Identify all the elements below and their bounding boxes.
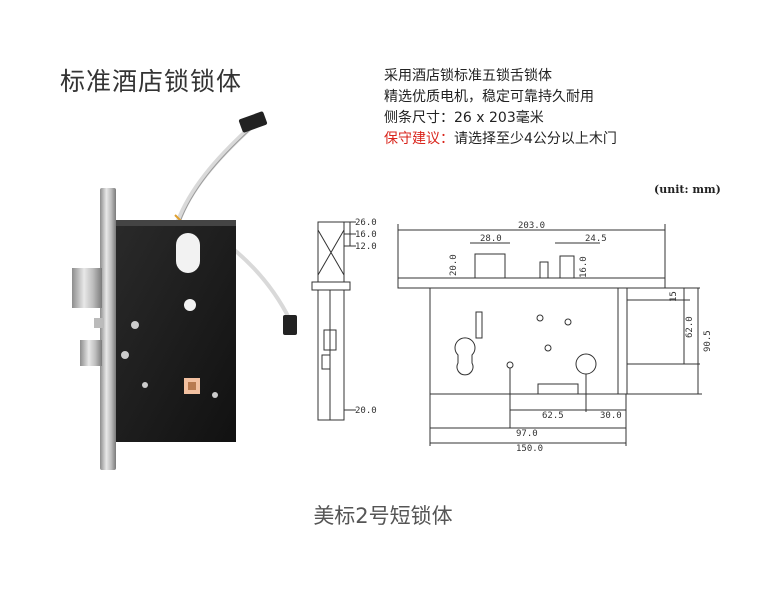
- dim-16: 16.0: [579, 256, 589, 278]
- spec-list: 采用酒店锁标准五锁舌锁体 精选优质电机，稳定可靠持久耐用 侧条尺寸：26 x 2…: [384, 66, 617, 150]
- dim-28: 28.0: [480, 234, 502, 244]
- spec-line-1: 采用酒店锁标准五锁舌锁体: [384, 68, 552, 84]
- dim-97: 97.0: [516, 429, 538, 439]
- dim-203: 203.0: [518, 221, 545, 231]
- warning-label: 保守建议：: [384, 131, 454, 147]
- dim-30: 30.0: [600, 411, 622, 421]
- deadbolt: [80, 340, 102, 366]
- dim-150: 150.0: [516, 444, 543, 454]
- dim-90-5: 90.5: [703, 330, 713, 352]
- page-title: 标准酒店锁锁体: [60, 67, 243, 96]
- side-dim-12: 12.0: [355, 242, 377, 252]
- spec-line-3: 侧条尺寸：26 x 203毫米: [384, 110, 544, 126]
- side-dim-20: 20.0: [355, 406, 377, 416]
- faceplate: [100, 188, 116, 470]
- latch-bolt: [72, 268, 102, 308]
- dim-24-5: 24.5: [585, 234, 607, 244]
- side-dim-16: 16.0: [355, 230, 377, 240]
- unit-label: (unit: mm): [654, 183, 721, 196]
- model-caption: 美标2号短锁体: [313, 504, 453, 528]
- dim-62-5: 62.5: [542, 411, 564, 421]
- dim-20: 20.0: [449, 254, 459, 276]
- dim-15: 15: [669, 291, 679, 302]
- spec-line-4: 保守建议：请选择至少4公分以上木门: [384, 129, 617, 150]
- side-dim-26: 26.0: [355, 218, 377, 228]
- spec-line-2: 精选优质电机，稳定可靠持久耐用: [384, 89, 594, 105]
- warning-text: 请选择至少4公分以上木门: [454, 131, 617, 147]
- dim-62: 62.0: [685, 316, 695, 338]
